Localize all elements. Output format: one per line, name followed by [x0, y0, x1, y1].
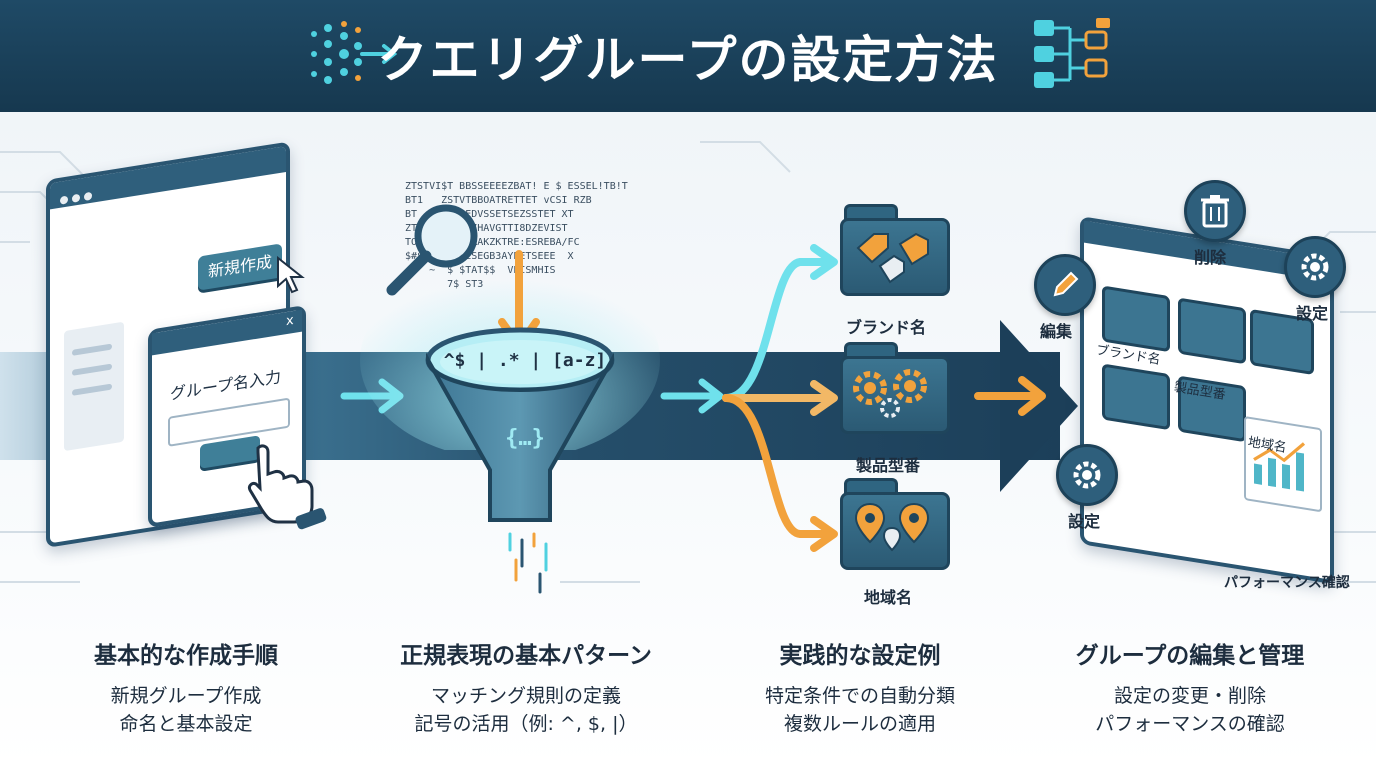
- close-icon[interactable]: x: [286, 312, 294, 330]
- data-flow-icon: [311, 21, 398, 84]
- mouse-cursor-icon: [277, 256, 305, 294]
- performance-chart-card: [1244, 415, 1322, 513]
- orange-arrow-right-icon: [974, 376, 1046, 416]
- grid-item[interactable]: [1178, 297, 1246, 365]
- step3-heading: 実践的な設定例: [779, 643, 941, 669]
- performance-chart-icon: [1253, 442, 1306, 492]
- delete-button[interactable]: [1184, 180, 1246, 242]
- regex-funnel-icon: [425, 327, 615, 522]
- arrow-right-icon: [660, 378, 724, 414]
- branch-arrows: [722, 244, 838, 552]
- folder-label-brand: ブランド名: [846, 318, 927, 337]
- folder-brand[interactable]: [840, 204, 950, 304]
- gear-icon: [853, 369, 927, 418]
- step1-heading: 基本的な作成手順: [94, 643, 278, 669]
- map-pin-icon: [854, 502, 930, 552]
- folder-label-region: 地域名: [864, 588, 913, 607]
- step1-desc-line2: 命名と基本設定: [119, 713, 253, 735]
- funnel-braces: {…}: [505, 426, 545, 451]
- management-window: [1080, 216, 1334, 585]
- step2-desc-line2: 記号の活用（例: ^, $, |）: [414, 713, 638, 735]
- folder-label-model: 製品型番: [856, 456, 921, 475]
- dialog-label: グループ名入力: [170, 366, 282, 404]
- settings-lower-label: 設定: [1068, 512, 1101, 531]
- gear-icon: [1301, 253, 1329, 281]
- settings-button[interactable]: [1284, 236, 1346, 298]
- settings-button-lower[interactable]: [1056, 444, 1118, 506]
- performance-label: パフォーマンス確認: [1224, 575, 1350, 591]
- output-drips: [508, 532, 548, 594]
- page-title: クエリグループの設定方法: [377, 31, 999, 89]
- step2-desc-line1: マッチング規則の定義: [430, 685, 621, 707]
- step1-desc-line1: 新規グループ作成: [110, 685, 262, 707]
- step4-desc-line1: 設定の変更・削除: [1113, 685, 1266, 707]
- group-tree-icon: [1034, 18, 1110, 88]
- edit-button[interactable]: [1034, 254, 1096, 316]
- code-line: ZTSTVI$T BBSSEEEEZBAT! E $ ESSEL!TB!T: [405, 181, 628, 192]
- pointing-hand-icon: [248, 444, 327, 530]
- flow-arrowhead: [1000, 320, 1078, 492]
- pencil-icon: [1053, 271, 1079, 297]
- code-line: BT1 ZSTVTBBOATRETTET vCSI RZB: [405, 195, 592, 206]
- step3-desc-line1: 特定条件での自動分類: [764, 685, 955, 707]
- edit-label: 編集: [1040, 322, 1073, 341]
- folder-region[interactable]: [840, 478, 950, 578]
- step2-heading: 正規表現の基本パターン: [400, 643, 652, 669]
- step3-desc-line2: 複数ルールの適用: [783, 713, 936, 735]
- regex-tokens: ^$ | .* | [a-z]: [443, 350, 607, 371]
- trash-icon: [1201, 195, 1229, 228]
- magnifier-icon: [386, 204, 478, 296]
- folder-model-number[interactable]: [840, 342, 950, 442]
- settings-label: 設定: [1296, 304, 1329, 323]
- step4-heading: グループの編集と管理: [1075, 643, 1305, 669]
- gear-icon: [1073, 461, 1101, 489]
- step4-desc-line2: パフォーマンスの確認: [1095, 713, 1285, 735]
- code-line: BT THAEDVSSETSEZSSTET XT: [405, 209, 574, 220]
- header-bar: [0, 0, 1376, 112]
- grid-item[interactable]: [1102, 363, 1170, 431]
- delete-label: 削除: [1194, 248, 1227, 267]
- tag-icon: [856, 232, 929, 284]
